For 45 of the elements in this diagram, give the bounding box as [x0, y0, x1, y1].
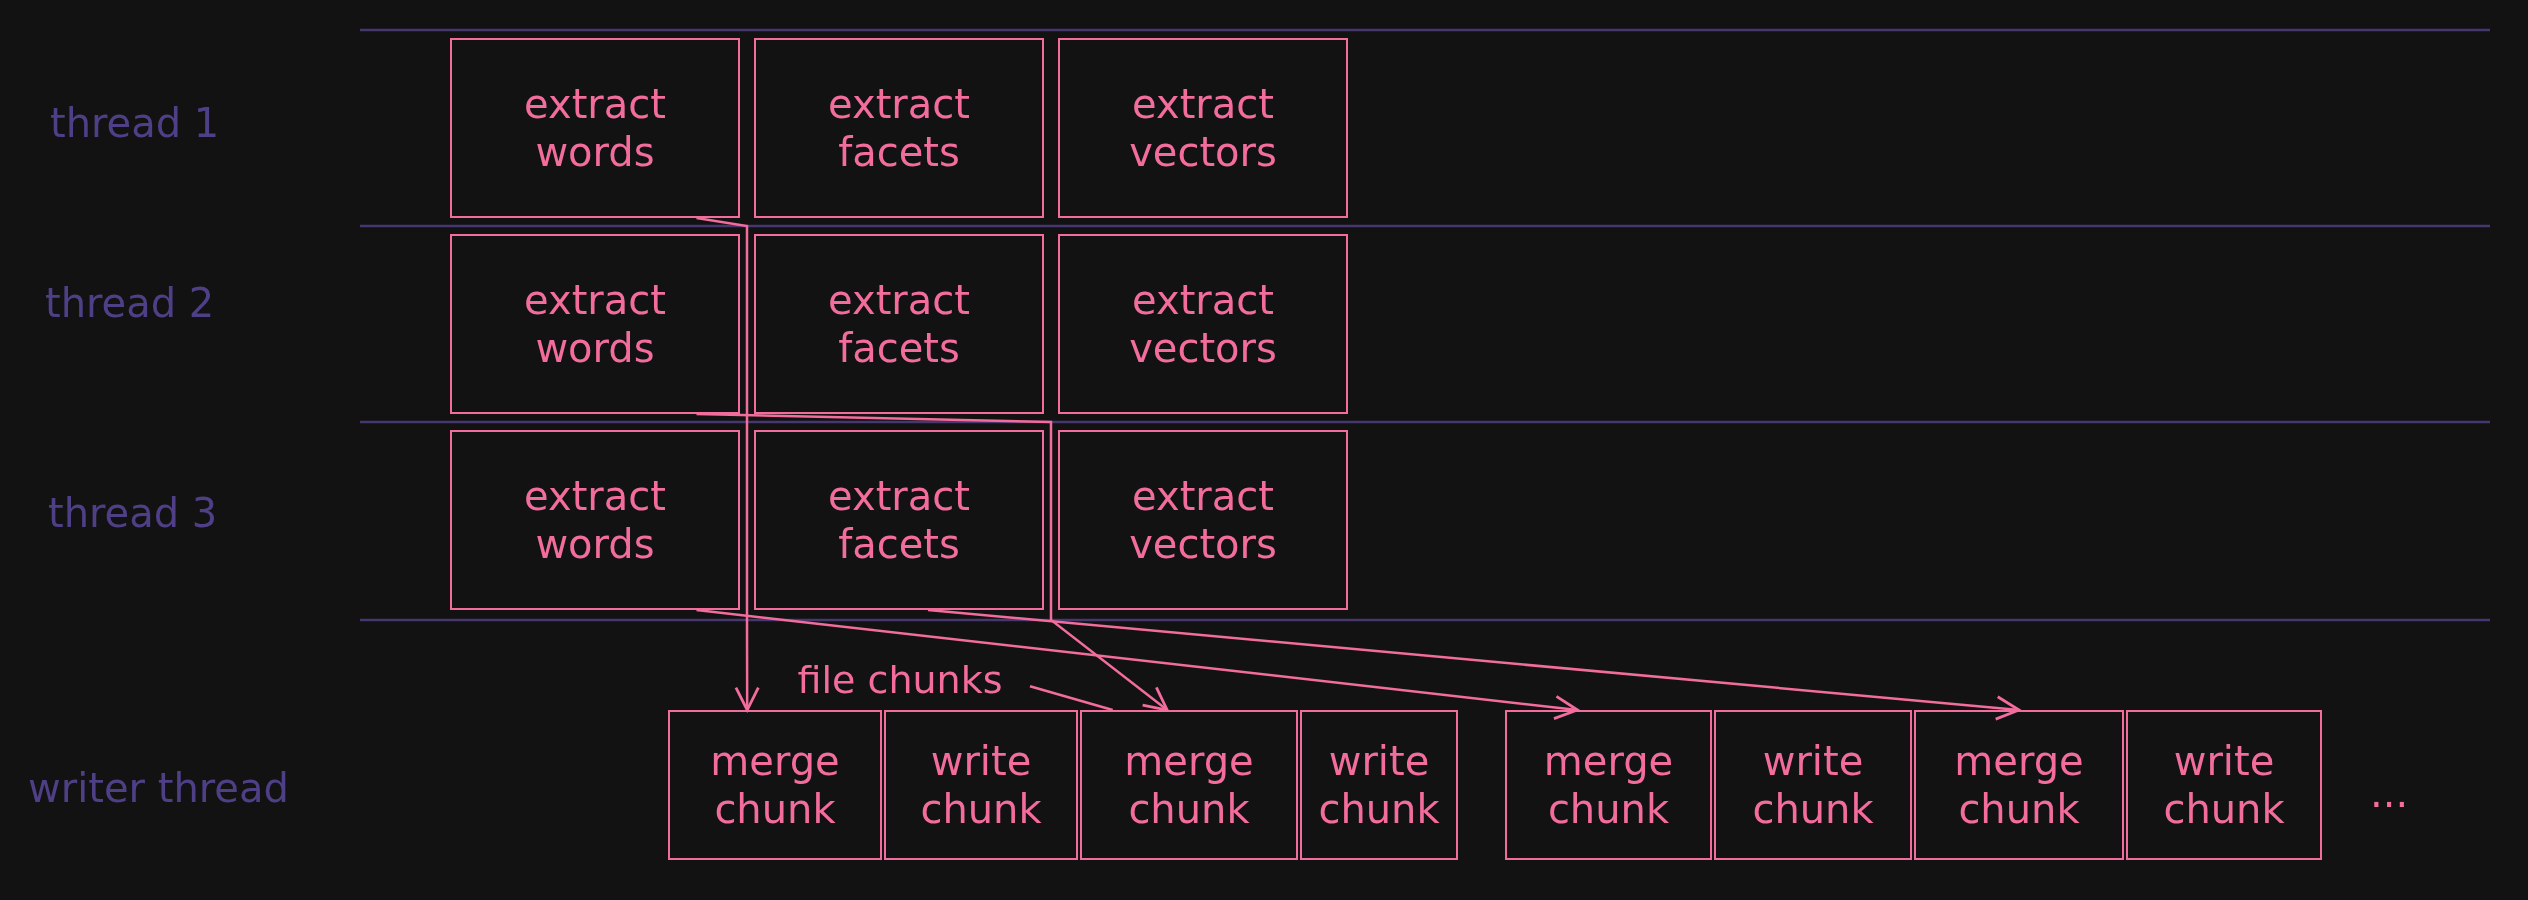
box-label: merge chunk: [1954, 737, 2084, 833]
box-label: extract facets: [828, 276, 970, 372]
lane-label: thread 1: [50, 100, 220, 146]
box-label: merge chunk: [1543, 737, 1674, 833]
arrow: [927, 608, 2021, 721]
process-box: [1058, 430, 1348, 610]
arrow: [696, 412, 1169, 712]
process-box: [1080, 710, 1298, 860]
process-box: [450, 38, 740, 218]
arrow: [696, 608, 1579, 720]
box-label: merge chunk: [1124, 737, 1254, 833]
box-label: extract vectors: [1129, 472, 1277, 568]
box-label: extract facets: [828, 472, 970, 568]
box-label: extract vectors: [1129, 80, 1277, 176]
box-label: merge chunk: [710, 737, 840, 833]
process-box: [754, 430, 1044, 610]
arrow: [696, 216, 760, 712]
process-box: [450, 234, 740, 414]
box-label: extract words: [524, 80, 666, 176]
process-box: [884, 710, 1078, 860]
process-box: [1058, 38, 1348, 218]
box-label: extract vectors: [1129, 276, 1277, 372]
ellipsis-text: ...: [2370, 770, 2409, 816]
process-box: [754, 234, 1044, 414]
box-label: extract words: [524, 472, 666, 568]
leader-line: [1029, 685, 1114, 712]
lane-label: writer thread: [28, 765, 289, 811]
process-box: [1505, 710, 1712, 860]
box-label: extract facets: [828, 80, 970, 176]
lane-label: thread 2: [45, 280, 215, 326]
lane-label: thread 3: [48, 490, 218, 536]
box-label: write chunk: [1318, 737, 1440, 833]
box-label: write chunk: [920, 737, 1042, 833]
process-box: [668, 710, 882, 860]
process-box: [1714, 710, 1912, 860]
box-label: extract words: [524, 276, 666, 372]
process-box: [1300, 710, 1458, 860]
box-label: write chunk: [2163, 737, 2285, 833]
process-box: [450, 430, 740, 610]
box-label: write chunk: [1752, 737, 1874, 833]
annotation-text: file chunks: [797, 658, 1003, 704]
process-box: [1914, 710, 2124, 860]
process-box: [2126, 710, 2322, 860]
process-box: [1058, 234, 1348, 414]
process-box: [754, 38, 1044, 218]
